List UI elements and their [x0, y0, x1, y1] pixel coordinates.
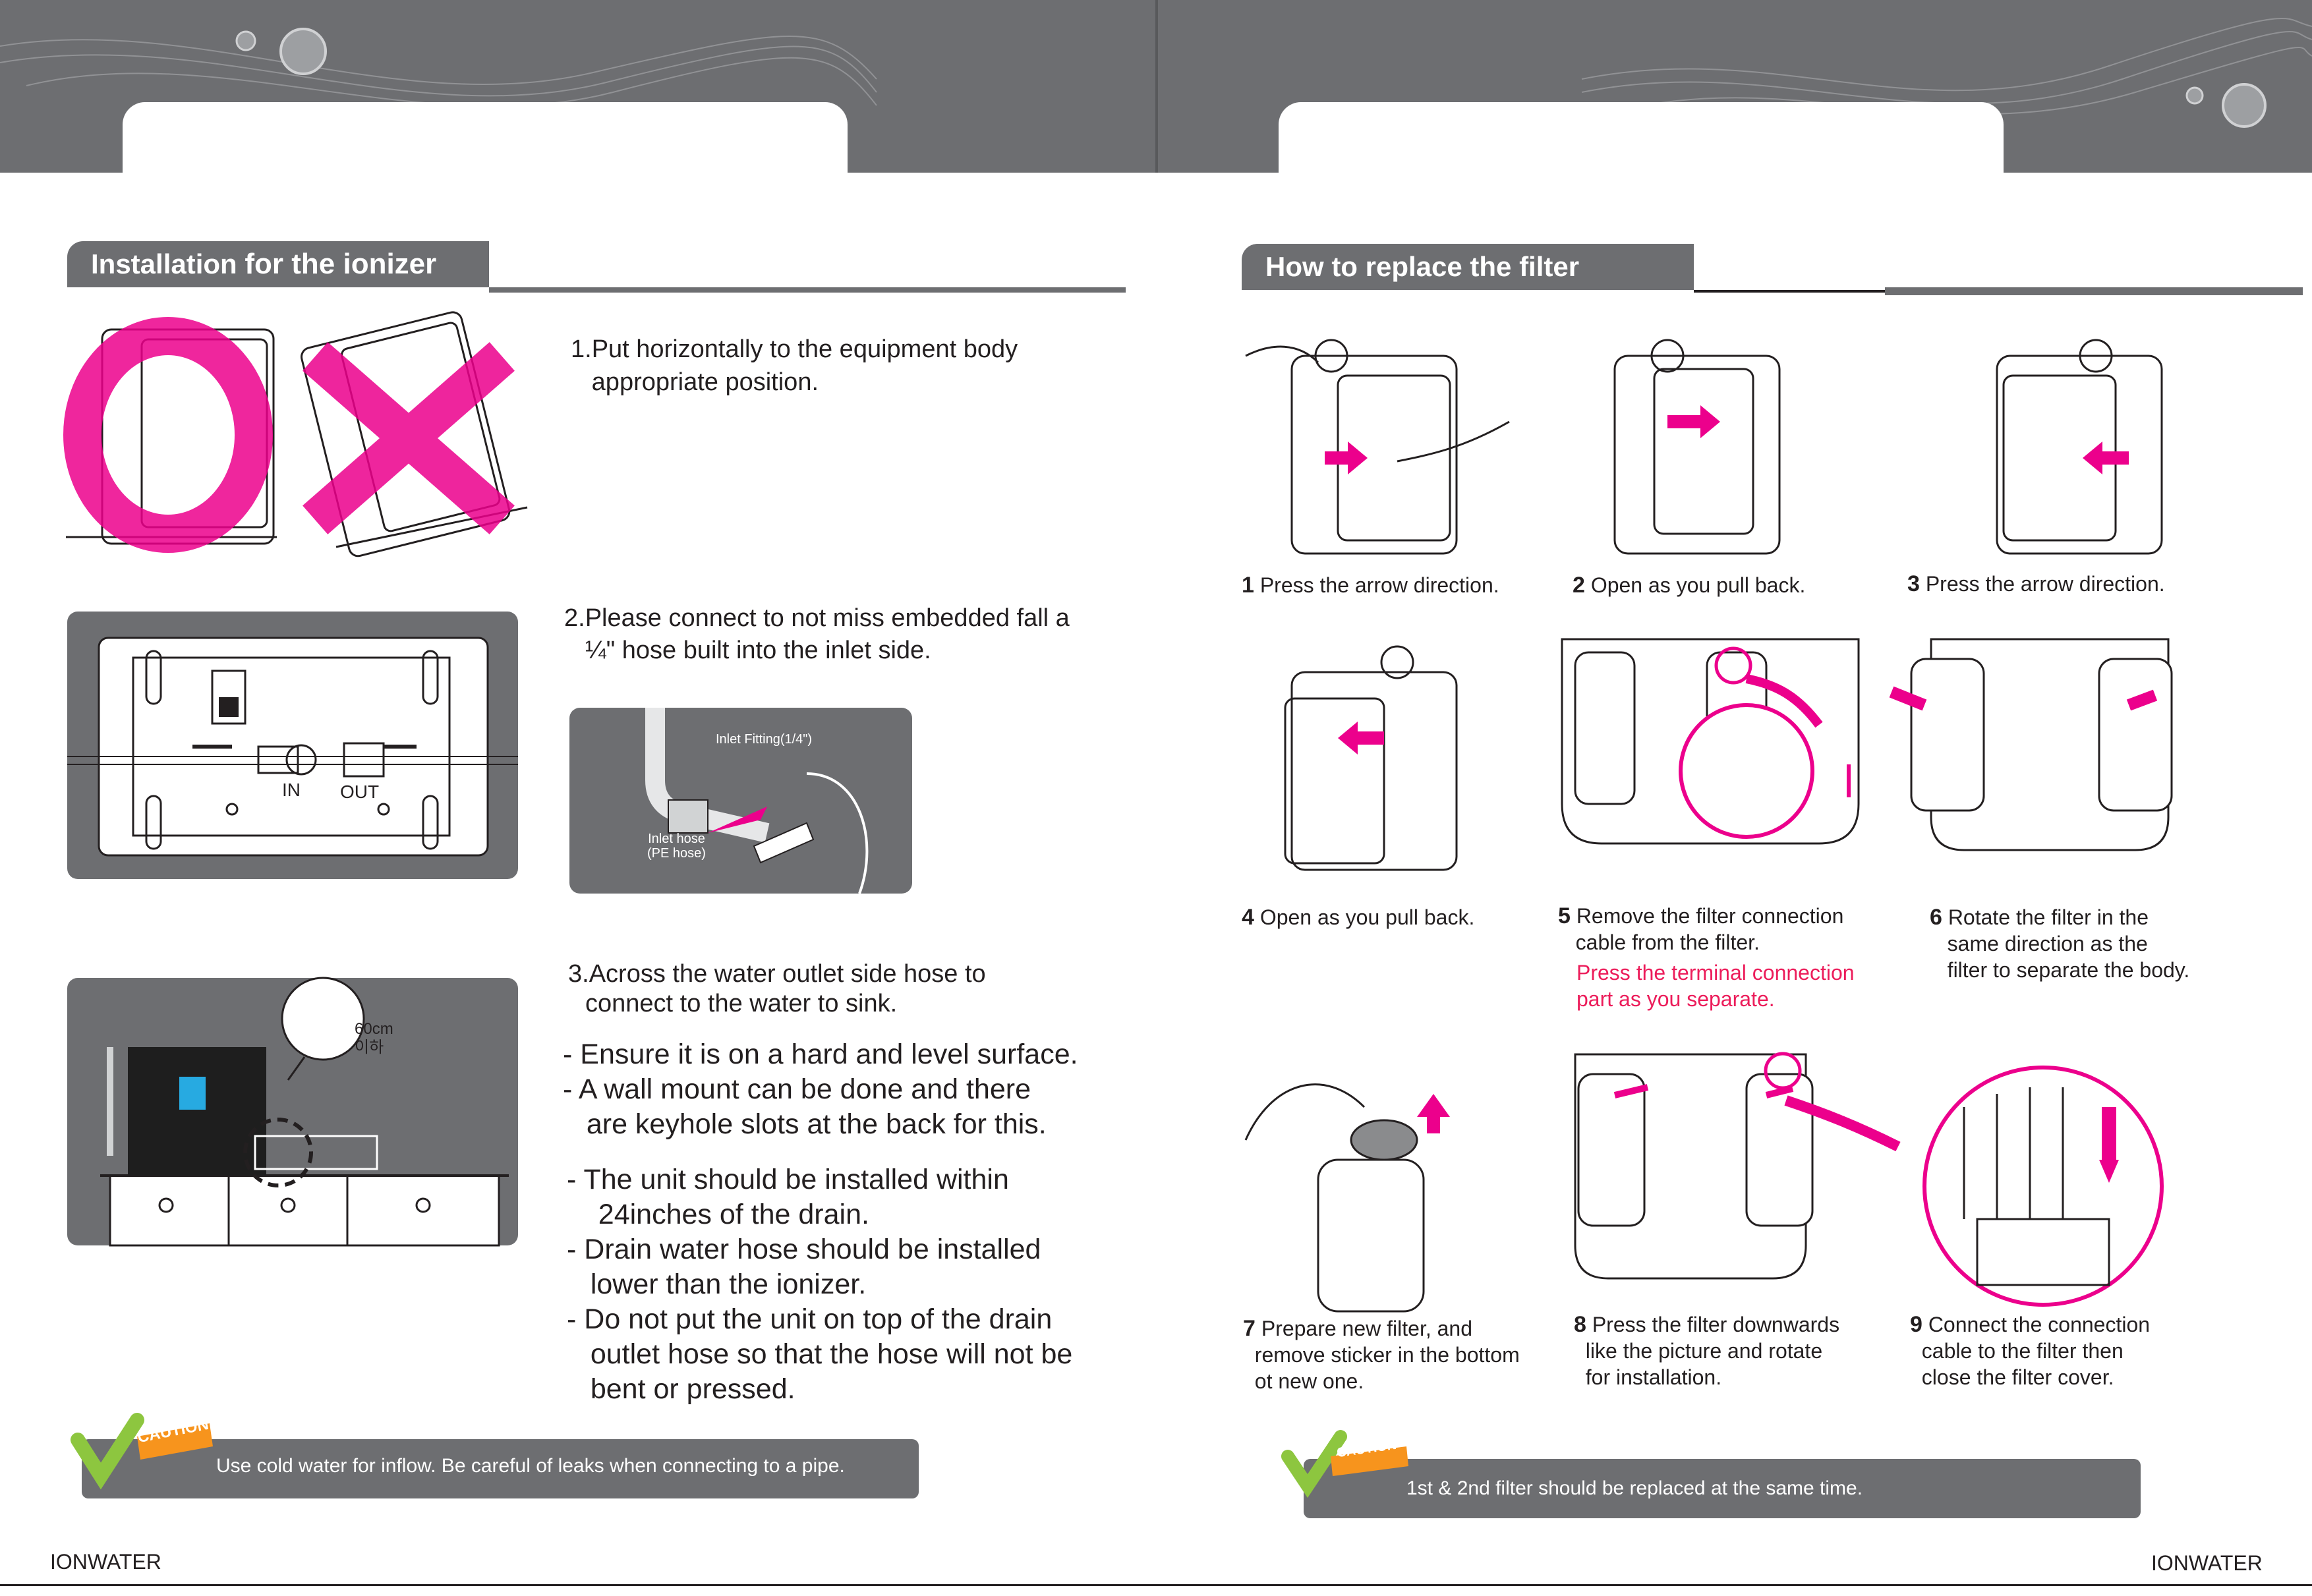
- inlet-hose-label: Inlet hose (PE hose): [647, 832, 706, 861]
- left-caution-check-icon: [71, 1413, 213, 1490]
- inlet-fitting-label: Inlet Fitting(1/4"): [716, 732, 813, 747]
- step6-caption: 6 Rotate the filter in the same directio…: [1930, 905, 2190, 982]
- step5-illustration: [1561, 638, 1860, 845]
- right-caution-bar: [1304, 1459, 2141, 1518]
- page-divider: [1155, 0, 1158, 173]
- inlet-fitting-drawing: [645, 708, 869, 894]
- left-caution-text: Use cold water for inflow. Be careful of…: [216, 1455, 845, 1477]
- step6-illustration: [1889, 638, 2173, 851]
- step2-line2: ¼" hose built into the inlet side.: [585, 637, 931, 664]
- step9-caption: 9 Connect the connection cable to the fi…: [1910, 1312, 2151, 1389]
- right-header-tab: [1279, 102, 2004, 175]
- replace-filter-rule-dark: [1885, 287, 2303, 295]
- title-rest: for the ionizer: [245, 248, 437, 280]
- step5-warning: Press the terminal connection part as yo…: [1576, 961, 1855, 1011]
- right-footer: IONWATER: [2151, 1551, 2263, 1575]
- step3-line2: connect to the water to sink.: [585, 990, 898, 1017]
- orientation-illustration: [63, 311, 528, 557]
- step2-line1: 2.Please connect to not miss embedded fa…: [564, 604, 1070, 632]
- step1-text: 1.Put horizontally to the equipment body…: [571, 335, 1018, 396]
- sink-drawing: [100, 977, 509, 1247]
- step1-caption: 1 Press the arrow direction.: [1242, 573, 1499, 598]
- installation-rule: [489, 287, 1126, 293]
- panel-out-label: OUT: [340, 782, 380, 802]
- step8-illustration: [1574, 1052, 1901, 1280]
- placement-bullets: - Ensure it is on a hard and level surfa…: [563, 1039, 1078, 1140]
- step3-caption: 3 Press the arrow direction.: [1907, 571, 2165, 596]
- right-caution-check-icon: [1281, 1430, 1408, 1498]
- step4-illustration: [1284, 645, 1458, 871]
- step2-caption: 2 Open as you pull back.: [1573, 573, 1806, 598]
- step5-caption: 5 Remove the filter connection cable fro…: [1558, 903, 1844, 954]
- right-caution-text: 1st & 2nd filter should be replaced at t…: [1406, 1477, 1863, 1499]
- step9-illustration: [1922, 1066, 2164, 1307]
- replace-filter-section-title: How to replace the filter: [1242, 244, 1694, 290]
- title-bold: Installation: [91, 248, 237, 279]
- step8-caption: 8 Press the filter downwards like the pi…: [1574, 1312, 1840, 1389]
- distance-label: 60cm 이하: [355, 1020, 393, 1056]
- left-header-tab: [123, 102, 848, 175]
- bottom-rule: [0, 1584, 2312, 1586]
- step1-illustration: [1245, 339, 1510, 555]
- step2-illustration: [1613, 339, 1781, 555]
- left-caution-bar: [82, 1439, 919, 1498]
- installation-section-title: Installation for the ionizer: [67, 241, 489, 287]
- step3-illustration: [1996, 339, 2163, 555]
- step4-caption: 4 Open as you pull back.: [1242, 905, 1475, 930]
- left-footer: IONWATER: [50, 1550, 161, 1574]
- back-panel-drawing: [67, 637, 518, 857]
- step3-line1: 3.Across the water outlet side hose to: [568, 960, 986, 988]
- step7-illustration: [1244, 1083, 1450, 1313]
- panel-in-label: IN: [282, 780, 301, 800]
- drain-bullets: - The unit should be installed within 24…: [567, 1164, 1073, 1405]
- replace-filter-rule: [1694, 290, 1885, 293]
- step7-caption: 7 Prepare new filter, and remove sticker…: [1243, 1316, 1520, 1393]
